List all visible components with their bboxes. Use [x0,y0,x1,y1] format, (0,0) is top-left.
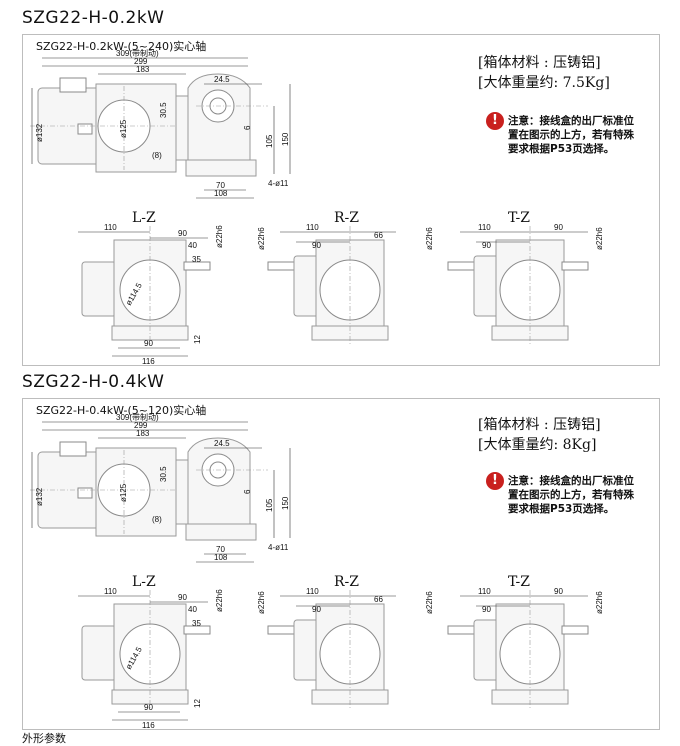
dim-label: 299 [134,421,148,430]
dim-label: 70 [216,545,225,554]
dim-label: 309(带制动) [116,48,159,58]
dim-label: 105 [265,498,274,512]
dim-label: 6 [243,125,252,130]
dim-label: ø125 [119,119,128,138]
dim-label: ø132 [35,487,44,506]
section-title: SZG22-H-0.4kW [22,372,165,392]
view-label: R-Z [334,574,359,590]
dim-label: 105 [265,134,274,148]
section-title: SZG22-H-0.2kW [22,8,165,28]
dim-label: 299 [134,57,148,66]
dim-label: 66 [374,231,383,240]
main-view: 309(带制动) 299 183 24.5 30.5 6 105 150 ø13… [30,412,291,563]
drawing-subtitle: SZG22-H-0.4kW-(5~120)实心轴 [36,404,207,417]
dim-label: 110 [306,223,319,232]
dim-label: 116 [142,721,155,730]
dim-label: 40 [188,241,197,250]
dim-label: ø22h6 [257,227,266,250]
view-label: T-Z [508,210,530,226]
dim-label: 4-ø11 [268,179,289,188]
dim-label: 24.5 [214,75,230,84]
dim-label: 35 [192,619,201,628]
base-mount [185,159,257,177]
lz-view: L-Z 110 90 40 35 ø22h6 ø114.5 12 90 116 [78,574,224,730]
dim-label: 90 [144,703,153,712]
dim-label: 90 [312,241,321,250]
dim-label: 183 [136,65,150,74]
dim-label: 40 [188,605,197,614]
dim-label: 110 [306,587,319,596]
dim-label: 90 [178,593,187,602]
cable-gland [77,123,93,135]
weight-info: [大体重量约: 8Kg] [478,437,597,453]
terminal-box [59,77,87,93]
dim-label: ø125 [119,483,128,502]
housing-material: [箱体材料 : 压铸铝] [478,417,601,433]
dim-label: 90 [482,605,491,614]
tz-view: T-Z 110 90 90 ø22h6 ø22h6 [425,574,604,708]
dim-label: 90 [178,229,187,238]
dim-label: 70 [216,181,225,190]
installation-note: 注意：接线盒的出厂标准位置在图示的上方，若有特殊要求根据P53页选择。 [508,475,634,515]
lz-view: L-Z 110 90 40 35 ø22h6 ø114.5 12 90 116 [78,210,224,366]
dim-label: 4-ø11 [268,543,289,552]
dim-label: 12 [193,335,202,344]
dim-label: ø132 [35,123,44,142]
dim-label: ø22h6 [595,227,604,250]
view-label: T-Z [508,574,530,590]
dim-label: 116 [142,357,155,366]
dim-label: 150 [281,132,290,146]
dim-label: ø22h6 [215,225,224,248]
dim-label: 66 [374,595,383,604]
view-label: R-Z [334,210,359,226]
drawing-subtitle: SZG22-H-0.2kW-(5~240)实心轴 [36,40,207,53]
dim-label: 90 [554,223,563,232]
dim-label: 12 [193,699,202,708]
rz-view: R-Z 110 90 66 ø22h6 [257,210,396,344]
dim-label: 183 [136,429,150,438]
dim-label: 90 [482,241,491,250]
dim-label: ø22h6 [425,227,434,250]
dim-label: 90 [554,587,563,596]
main-view: 309(带制动) 299 183 24.5 30.5 6 105 150 ø13… [30,48,291,199]
drawing-section: 309(带制动) 299 183 24.5 30.5 6 105 150 ø13… [30,412,604,730]
drawing-section: 309(带制动) 299 183 24.5 30.5 6 105 150 ø13… [30,48,604,366]
warning-icon: ! [486,472,504,490]
dim-label: (8) [152,151,162,160]
dim-label: 35 [192,255,201,264]
dim-label: 110 [478,223,491,232]
dim-label: ø22h6 [425,591,434,614]
dim-label: ø22h6 [595,591,604,614]
dim-label: 150 [281,496,290,510]
installation-note: 注意：接线盒的出厂标准位置在图示的上方，若有特殊要求根据P53页选择。 [508,115,634,155]
dim-label: 108 [214,189,228,198]
weight-info: [大体重量约: 7.5Kg] [478,75,610,91]
view-label: L-Z [132,574,156,590]
housing-material: [箱体材料 : 压铸铝] [478,55,601,71]
dim-label: (8) [152,515,162,524]
rz-view: R-Z 110 90 66 ø22h6 [257,574,396,708]
dim-label: ø22h6 [215,589,224,612]
dim-label: 90 [312,605,321,614]
dim-label: 30.5 [159,102,168,118]
dim-label: ø22h6 [257,591,266,614]
warning-icon: ! [486,112,504,130]
dim-label: 110 [104,587,117,596]
dim-label: 110 [478,587,491,596]
tz-view: T-Z 110 90 90 ø22h6 ø22h6 [425,210,604,344]
view-label: L-Z [132,210,156,226]
dim-label: 309(带制动) [116,412,159,422]
dim-label: 108 [214,553,228,562]
dim-label: 30.5 [159,466,168,482]
dim-label: 90 [144,339,153,348]
dim-label: 110 [104,223,117,232]
dim-label: 24.5 [214,439,230,448]
dim-label: 6 [243,489,252,494]
